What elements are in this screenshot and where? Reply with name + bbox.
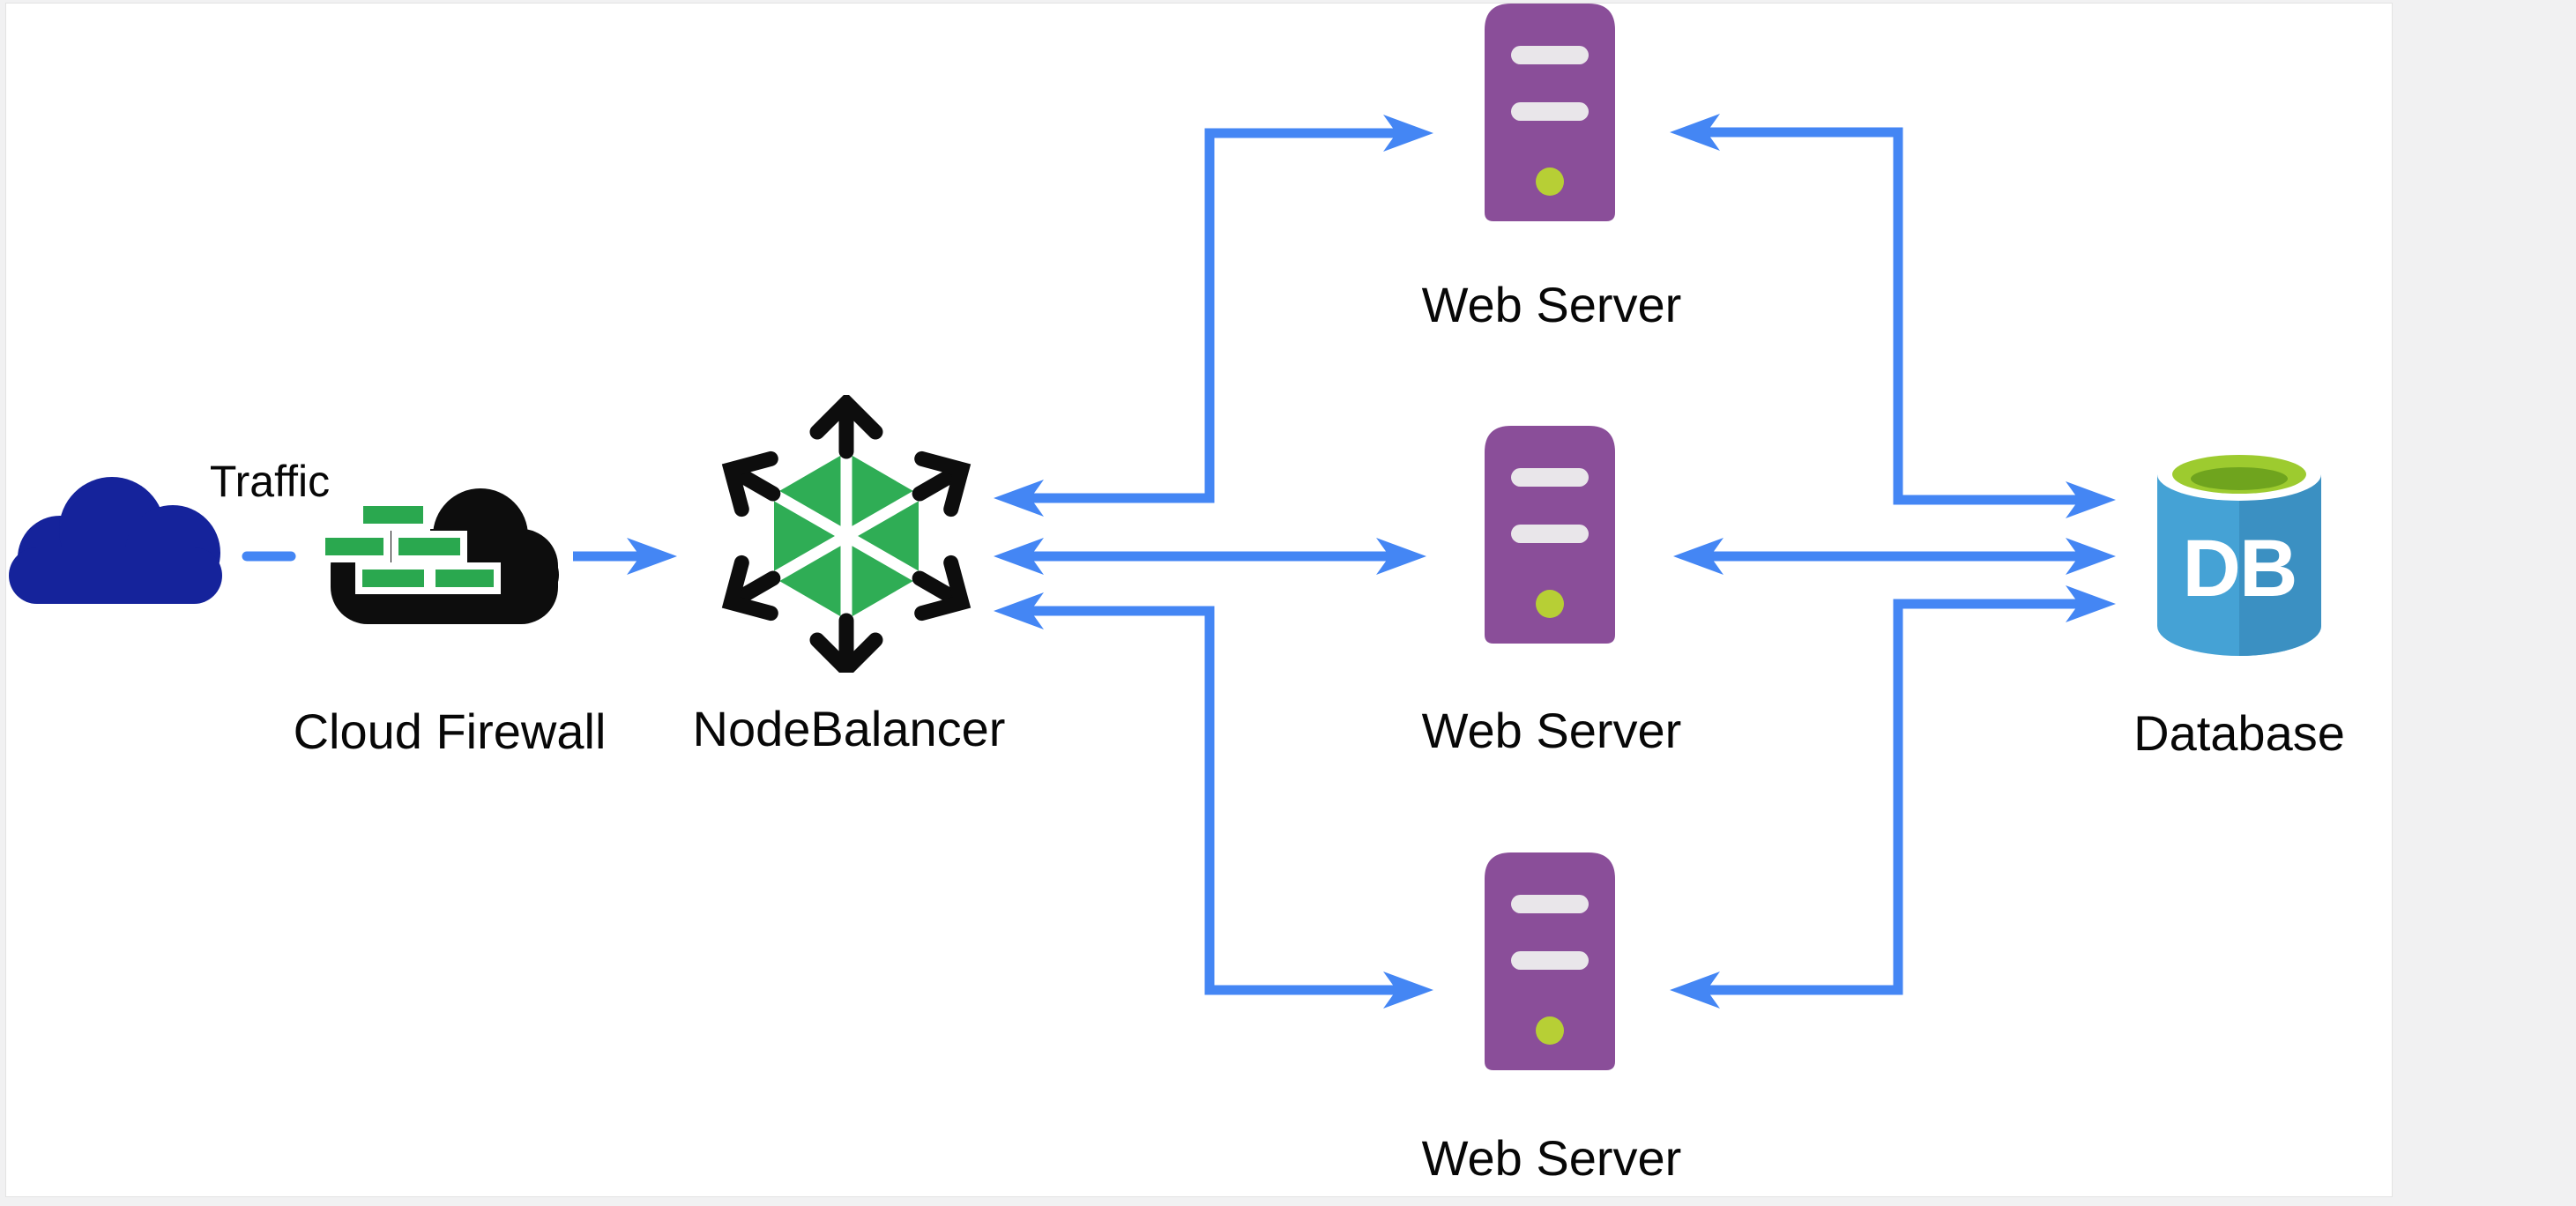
db-badge: DB [2183, 524, 2297, 614]
arrowhead-left-webserver-bottom-database [1670, 972, 1720, 1009]
arrowhead-right-nodebalancer-webserver-middle [1376, 538, 1426, 575]
arrowhead-right-webserver-top-database [2066, 481, 2116, 518]
arrowhead-left-nodebalancer-webserver-middle [994, 538, 1044, 575]
web-server-top-icon [1485, 4, 1615, 221]
label-nodebalancer: NodeBalancer [692, 701, 1006, 756]
arrowhead-left-nodebalancer-webserver-bottom [994, 592, 1044, 629]
label-cloud-firewall: Cloud Firewall [293, 704, 607, 759]
database-icon: DB [2157, 448, 2321, 658]
connector-webserver-bottom-database [1707, 599, 2079, 995]
arrowhead-left-webserver-top-database [1670, 114, 1720, 151]
nodebalancer-icon [720, 395, 972, 673]
label-web-server-bottom: Web Server [1421, 1130, 1682, 1186]
connector-nodebalancer-webserver-bottom [1030, 606, 1396, 995]
cloud-firewall-icon [317, 467, 564, 626]
arrowhead-right-webserver-middle-database [2066, 538, 2116, 575]
arrowhead-right-nodebalancer-webserver-top [1383, 115, 1433, 152]
arrowhead-right-firewall-nodebalancer [627, 538, 677, 575]
label-traffic: Traffic [209, 457, 331, 506]
web-server-middle-icon [1485, 426, 1615, 644]
web-server-bottom-icon [1485, 852, 1615, 1070]
connector-nodebalancer-webserver-top [1030, 128, 1396, 503]
traffic-cloud-icon [9, 473, 222, 604]
label-web-server-middle: Web Server [1421, 703, 1682, 758]
arrowhead-right-webserver-bottom-database [2066, 585, 2116, 622]
arrowhead-left-nodebalancer-webserver-top [994, 480, 1044, 517]
connector-webserver-top-database [1707, 127, 2079, 505]
label-web-server-top: Web Server [1421, 277, 1682, 332]
label-database: Database [2133, 705, 2345, 761]
arrowhead-left-webserver-middle-database [1673, 538, 1724, 575]
arrowhead-right-nodebalancer-webserver-bottom [1383, 972, 1433, 1009]
